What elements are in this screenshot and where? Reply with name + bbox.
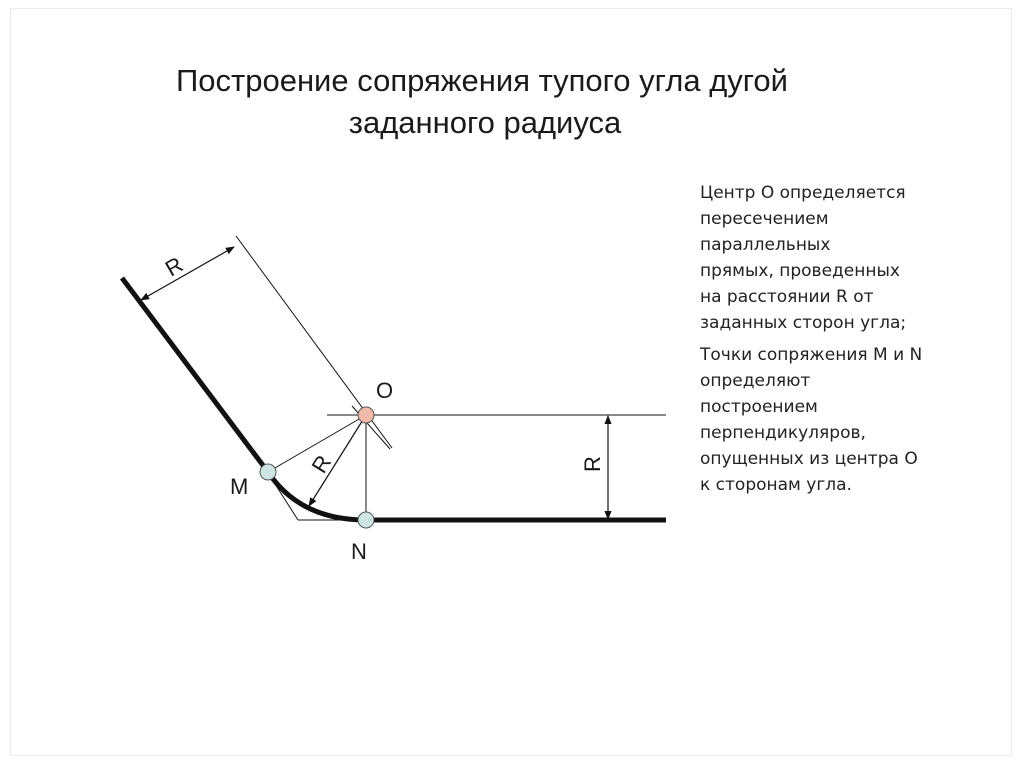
slide-border <box>10 8 1012 756</box>
title-line-2: заданного радиуса <box>348 105 622 140</box>
angle-contour <box>120 276 666 523</box>
radius-arrow <box>308 414 367 507</box>
slide-title: Построение сопряжения тупого угла дугой … <box>0 60 970 144</box>
center-point-o <box>357 406 375 424</box>
label-radius-slanted: R <box>161 252 187 282</box>
dimension-arrow-slanted <box>140 246 235 301</box>
label-point-n: N <box>351 539 367 564</box>
explanation-paragraph-center: Центр О определяется пересечением паралл… <box>700 183 907 333</box>
explanation-text: Центр О определяется пересечением паралл… <box>700 180 1000 504</box>
tangent-point-n <box>357 511 375 529</box>
label-point-m: M <box>230 474 248 499</box>
label-radius-arrow: R <box>307 451 337 478</box>
explanation-paragraph-tangent-points: Точки сопряжения М и N определяют постро… <box>700 345 923 495</box>
label-center-o: O <box>376 378 393 403</box>
tangent-point-m <box>259 463 277 481</box>
perpendicular-om <box>267 414 367 473</box>
label-radius-vertical: R <box>580 456 605 472</box>
title-line-1: Построение сопряжения тупого угла дугой <box>176 63 788 98</box>
